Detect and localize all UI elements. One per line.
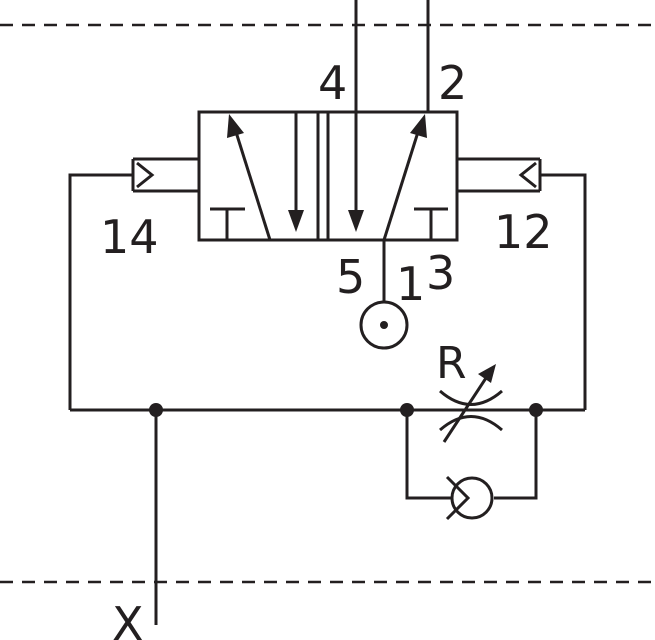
label-port-12: 12 bbox=[494, 205, 553, 259]
label-port-1: 1 bbox=[396, 257, 425, 311]
check-valve-icon bbox=[405, 410, 538, 521]
label-port-3: 3 bbox=[426, 246, 455, 300]
pressure-source-icon bbox=[359, 300, 409, 350]
valve-envelope-right bbox=[326, 110, 459, 242]
label-pilot-x: X bbox=[112, 597, 144, 640]
pilot-actuator-12-icon bbox=[457, 157, 587, 410]
adjustable-throttle-icon bbox=[439, 364, 503, 443]
right-envelope-symbols bbox=[348, 112, 448, 241]
pilot-actuator-14-icon bbox=[68, 157, 199, 410]
label-port-14: 14 bbox=[100, 210, 159, 264]
label-port-2: 2 bbox=[438, 56, 467, 110]
junction-dot-x bbox=[149, 403, 163, 417]
label-port-5: 5 bbox=[336, 250, 365, 304]
label-restrictor: R bbox=[436, 338, 467, 389]
left-envelope-symbols bbox=[210, 112, 320, 241]
label-port-4: 4 bbox=[318, 56, 347, 110]
